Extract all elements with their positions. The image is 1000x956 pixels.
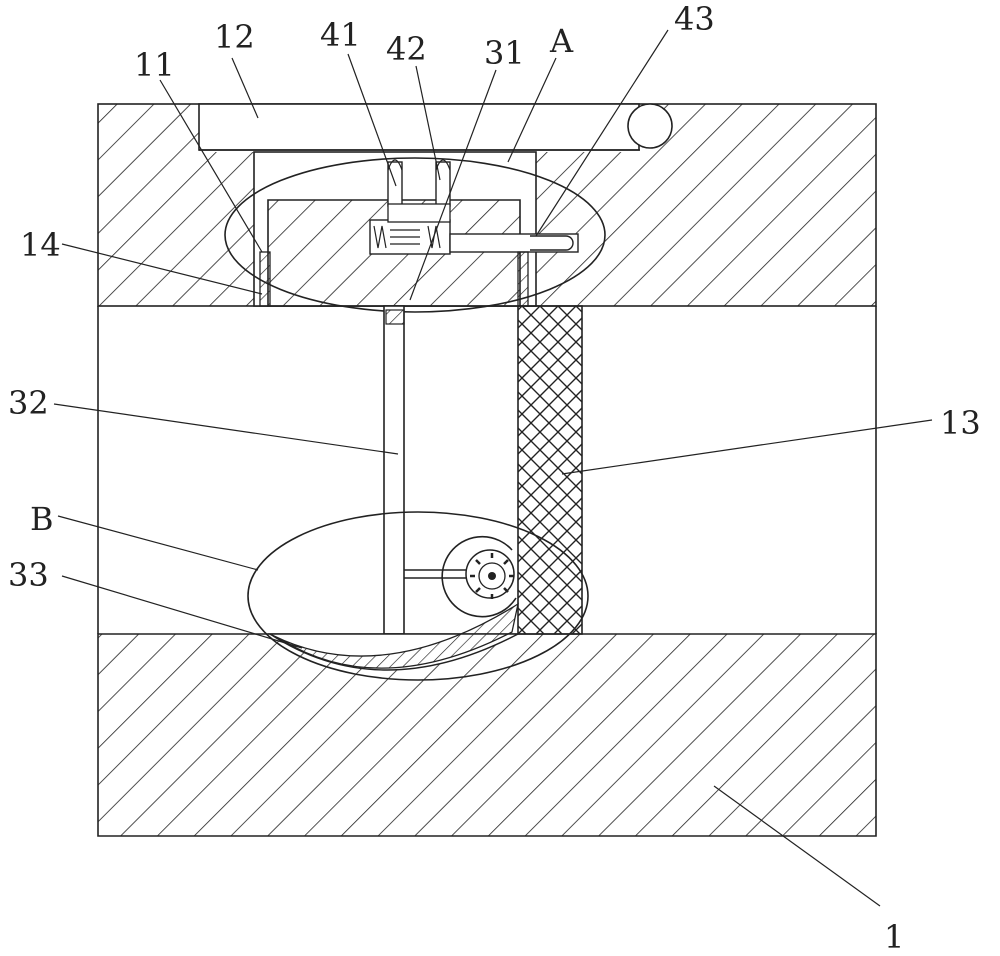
detail-ellipse-a bbox=[224, 157, 606, 313]
leader-lines bbox=[53, 29, 933, 907]
label-42: 42 bbox=[386, 30, 427, 68]
label-32: 32 bbox=[8, 384, 49, 422]
label-12: 12 bbox=[214, 18, 255, 56]
label-43: 43 bbox=[674, 0, 715, 38]
top-channel-12 bbox=[198, 103, 640, 151]
rod-32 bbox=[383, 305, 405, 661]
label-1: 1 bbox=[884, 918, 904, 956]
spring-coils bbox=[373, 225, 441, 249]
label-31: 31 bbox=[484, 34, 525, 72]
label-14: 14 bbox=[20, 226, 61, 264]
label-a: A bbox=[549, 22, 574, 60]
label-13: 13 bbox=[940, 404, 981, 442]
middle-opening bbox=[97, 306, 877, 634]
label-33: 33 bbox=[8, 556, 49, 594]
gear-mechanism bbox=[404, 535, 517, 618]
round-hole bbox=[627, 103, 673, 149]
detail-ellipse-b bbox=[247, 511, 589, 681]
side-strip-14 bbox=[259, 251, 271, 307]
label-11: 11 bbox=[134, 46, 175, 84]
bottom-housing-block bbox=[97, 602, 877, 837]
label-41: 41 bbox=[320, 16, 361, 54]
label-b: B bbox=[30, 500, 54, 538]
pin-assembly-41-42 bbox=[387, 159, 451, 223]
column-13 bbox=[517, 305, 583, 635]
